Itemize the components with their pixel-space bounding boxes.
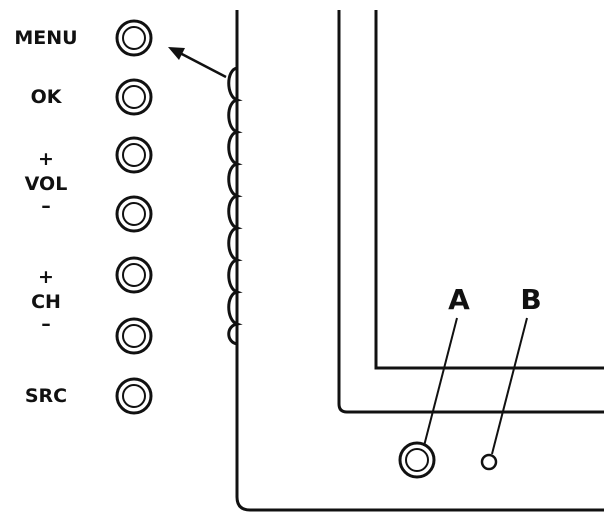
callout-a-leader xyxy=(423,317,458,447)
ok-label: OK xyxy=(30,86,62,108)
button-ch-plus-key[interactable] xyxy=(115,256,153,294)
button-menu-key[interactable] xyxy=(115,19,153,57)
ch-label: CH xyxy=(31,291,61,313)
menu-arrow-line xyxy=(177,50,227,79)
tv-outer-frame xyxy=(235,10,604,512)
src-label: SRC xyxy=(24,385,68,407)
ch-plus-label: + xyxy=(38,266,54,288)
tv-bezel-line xyxy=(337,10,604,414)
vol-plus-label: + xyxy=(38,148,54,170)
component-a-power-button[interactable] xyxy=(398,441,436,479)
callout-b-leader xyxy=(491,317,528,455)
menu-label: MENU xyxy=(14,27,78,49)
button-ch-minus-key[interactable] xyxy=(115,317,153,355)
vol-label: VOL xyxy=(24,173,68,195)
button-vol-minus-key[interactable] xyxy=(115,195,153,233)
vol-minus-label: – xyxy=(41,195,51,217)
callout-b-label: B xyxy=(520,283,542,316)
callout-a-label: A xyxy=(448,283,470,316)
side-physical-buttons xyxy=(227,66,243,346)
button-vol-plus-key[interactable] xyxy=(115,136,153,174)
button-ok-key[interactable] xyxy=(115,78,153,116)
tv-screen-edge xyxy=(374,10,604,370)
menu-arrow-head xyxy=(168,47,185,60)
button-src-key[interactable] xyxy=(115,377,153,415)
component-b-indicator xyxy=(480,453,498,471)
ch-minus-label: – xyxy=(41,313,51,335)
